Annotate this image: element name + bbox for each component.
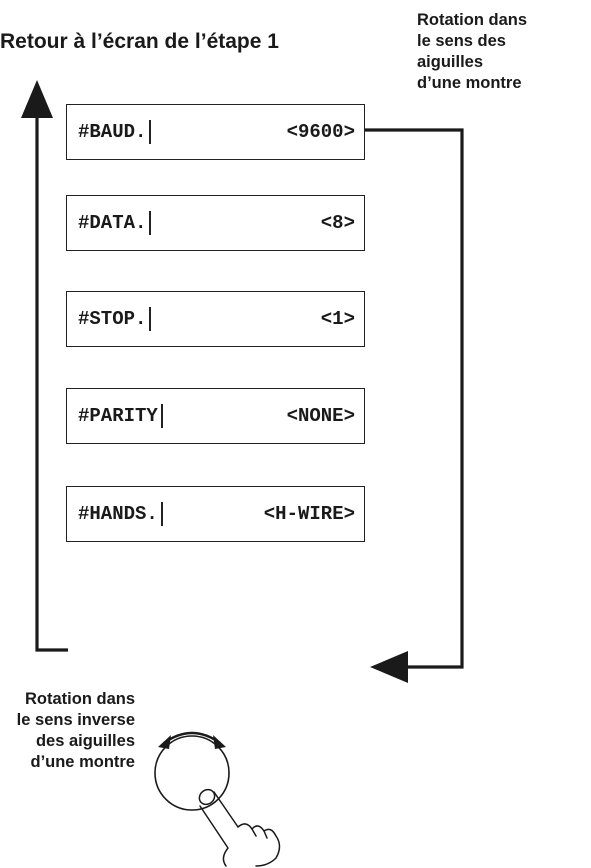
counterclockwise-note-line: des aiguilles	[35, 732, 135, 750]
lcd-screen-parity: #PARITY <NONE>	[66, 388, 365, 444]
lcd-screen-baud: #BAUD. <9600>	[66, 104, 365, 160]
screen-label: #STOP.	[78, 308, 147, 331]
screen-value: <1>	[320, 308, 355, 330]
cursor-mark	[149, 211, 152, 235]
lcd-screen-data: #DATA. <8>	[66, 195, 365, 251]
cursor-mark	[160, 502, 163, 526]
screen-label: #BAUD.	[78, 121, 147, 144]
clockwise-rotation-note: Rotation dans le sens des aiguilles d’un…	[417, 10, 591, 94]
counterclockwise-note-line: d’une montre	[30, 753, 135, 771]
cursor-mark	[149, 120, 152, 144]
screen-value: <8>	[320, 212, 355, 234]
clockwise-note-line: aiguilles	[417, 53, 484, 71]
screen-value: <NONE>	[286, 405, 355, 427]
lcd-screen-stop: #STOP. <1>	[66, 291, 365, 347]
counterclockwise-note-line: Rotation dans	[25, 690, 135, 708]
clockwise-note-line: Rotation dans	[417, 11, 527, 29]
screen-value: <H-WIRE>	[263, 503, 355, 525]
return-up-arrow	[21, 80, 68, 652]
clockwise-note-line: d’une montre	[417, 74, 522, 92]
cursor-mark	[160, 404, 163, 428]
screen-label: #DATA.	[78, 212, 147, 235]
screen-label: #PARITY	[78, 405, 158, 428]
rotate-arrows-icon	[158, 731, 226, 749]
screen-value: <9600>	[286, 121, 355, 143]
clockwise-note-line: le sens des	[417, 32, 506, 50]
cursor-mark	[149, 307, 152, 331]
screen-label: #HANDS.	[78, 503, 158, 526]
lcd-screen-handshake: #HANDS. <H-WIRE>	[66, 486, 365, 542]
counterclockwise-note-line: le sens inverse	[16, 711, 135, 729]
step-return-heading: Retour à l’écran de l’étape 1	[0, 30, 279, 53]
clockwise-flow-arrow	[365, 128, 464, 683]
pointing-hand-icon	[198, 788, 281, 867]
counterclockwise-rotation-note: Rotation dans le sens inverse des aiguil…	[0, 689, 135, 773]
